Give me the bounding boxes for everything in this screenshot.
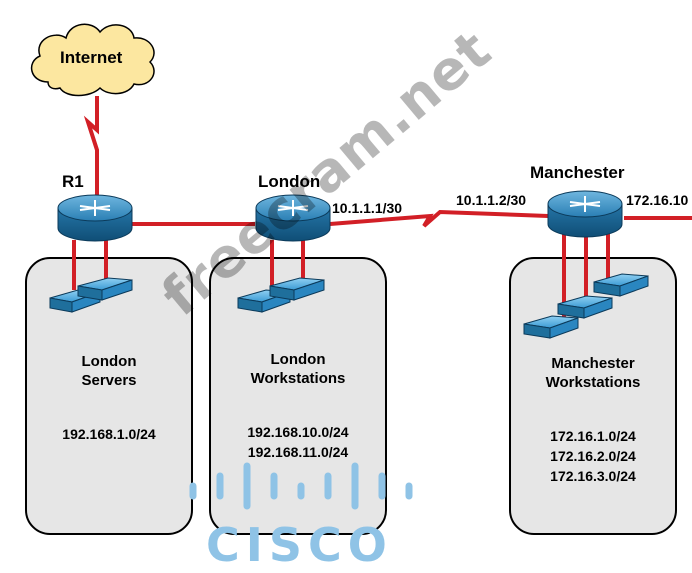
subnet-label: 192.168.10.0/24 bbox=[247, 424, 349, 440]
switch-icon bbox=[269, 277, 325, 301]
internet-cloud bbox=[30, 23, 155, 97]
switch-icon bbox=[77, 277, 133, 301]
switch-icon bbox=[557, 295, 613, 319]
subnet-label: 192.168.1.0/24 bbox=[62, 426, 156, 442]
switch-icon bbox=[593, 273, 649, 297]
switch-icon bbox=[237, 289, 291, 313]
interface-manchester-wan: 10.1.1.2/30 bbox=[456, 192, 527, 208]
area-title-line: Manchester bbox=[551, 355, 635, 372]
interface-london-wan: 10.1.1.1/30 bbox=[332, 200, 403, 216]
subnet-label: 172.16.1.0/24 bbox=[550, 428, 636, 444]
internet-label: Internet bbox=[60, 48, 123, 67]
area-title-line: Workstations bbox=[545, 374, 641, 391]
manchester-workstations-title: Manchester Workstations bbox=[510, 354, 676, 392]
router-r1-label: R1 bbox=[62, 172, 84, 191]
internet-link bbox=[83, 96, 99, 205]
cisco-logo-text: CISCO bbox=[206, 518, 393, 572]
london-workstations-area bbox=[209, 257, 387, 535]
area-title-line: London bbox=[270, 351, 326, 368]
router-london-label: London bbox=[258, 172, 321, 191]
area-title-line: London bbox=[81, 353, 137, 370]
subnet-label: 192.168.11.0/24 bbox=[247, 444, 349, 460]
router-manchester-icon bbox=[547, 190, 623, 238]
links bbox=[72, 96, 692, 318]
london-servers-title: London Servers bbox=[26, 352, 192, 390]
area-title-line: Servers bbox=[81, 372, 137, 389]
area-title-line: Workstations bbox=[250, 370, 346, 387]
london-workstations-subnets: 192.168.10.0/24 192.168.11.0/24 bbox=[210, 422, 386, 462]
london-workstations-title: London Workstations bbox=[210, 350, 386, 388]
interface-manchester-right: 172.16.10 bbox=[626, 192, 689, 208]
router-manchester-label: Manchester bbox=[530, 163, 625, 182]
switch-icon bbox=[523, 315, 579, 339]
london-servers-subnets: 192.168.1.0/24 bbox=[26, 424, 192, 444]
link-london-manchester bbox=[329, 209, 549, 228]
manchester-workstations-subnets: 172.16.1.0/24 172.16.2.0/24 172.16.3.0/2… bbox=[510, 426, 676, 486]
router-r1-icon bbox=[57, 194, 133, 242]
subnet-label: 172.16.3.0/24 bbox=[550, 468, 636, 484]
router-london-icon bbox=[255, 194, 331, 242]
london-servers-area bbox=[25, 257, 193, 535]
cisco-logo-bars bbox=[189, 462, 413, 510]
subnet-label: 172.16.2.0/24 bbox=[550, 448, 636, 464]
